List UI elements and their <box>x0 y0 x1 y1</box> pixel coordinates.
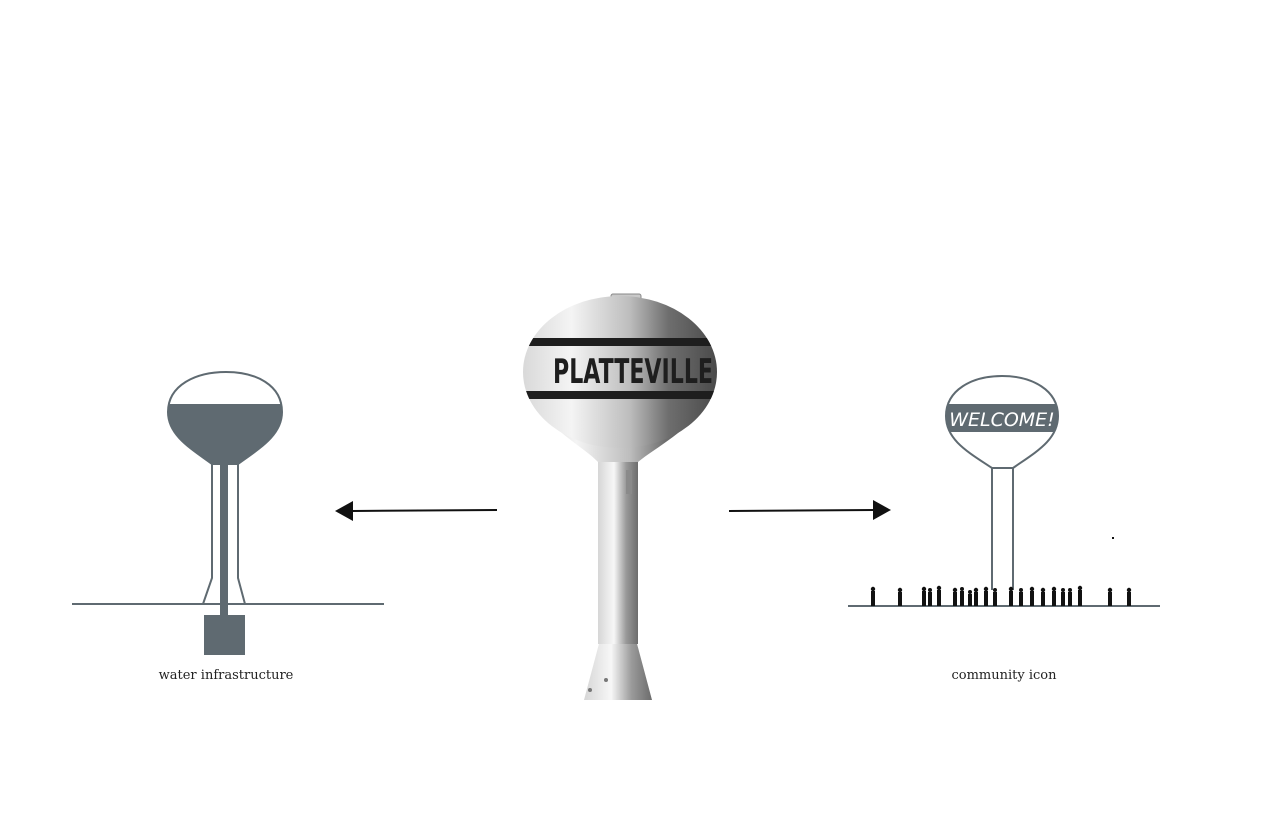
community-icon-diagram: WELCOME! community icon <box>848 374 1160 683</box>
water-pipe <box>220 462 228 616</box>
left-tower-leg <box>202 464 246 605</box>
right-tower-leg <box>991 468 1014 590</box>
tower-label: PLATTEVILLE <box>553 352 713 392</box>
water-infrastructure-diagram: water infrastructure <box>72 370 384 683</box>
welcome-sign-text: WELCOME! <box>949 409 1055 431</box>
arrow-right <box>728 500 891 520</box>
caption-water-infrastructure: water infrastructure <box>159 668 294 683</box>
right-tank-outline <box>944 374 1060 469</box>
arrow-left <box>335 501 498 521</box>
caption-community-icon: community icon <box>951 668 1057 683</box>
welcome-banner <box>946 404 1058 432</box>
underground-reservoir <box>204 615 245 655</box>
crowd-silhouettes <box>870 537 1132 606</box>
platteville-water-tower: PLATTEVILLE <box>523 293 717 700</box>
